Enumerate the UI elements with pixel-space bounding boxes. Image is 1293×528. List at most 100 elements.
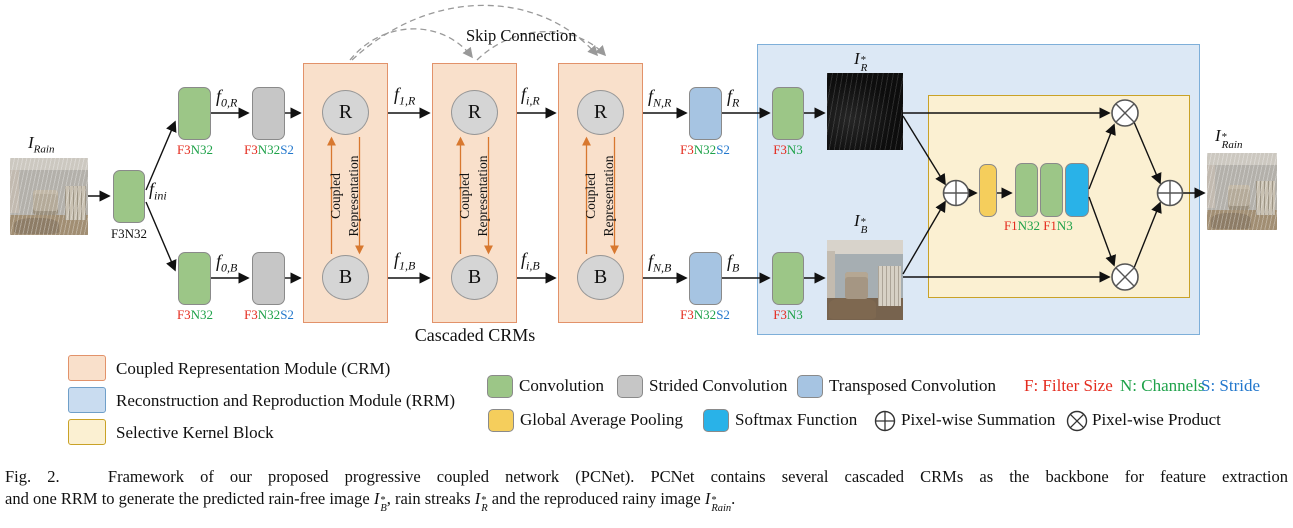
f-NB-label: fN,B <box>648 251 672 275</box>
strided-conv-block-bottom <box>252 252 285 305</box>
image-rug <box>1210 213 1252 230</box>
legend-swatch-strided <box>617 375 643 398</box>
sk-softmax-block <box>1065 163 1089 217</box>
rain-free-label: I*B <box>854 211 868 236</box>
image-crib <box>877 265 901 306</box>
legend-swatch-rrm <box>68 387 106 413</box>
math-iB: I*B <box>373 489 387 514</box>
f-NR-label: fN,R <box>648 86 672 110</box>
legend-crm-label: Coupled Representation Module (CRM) <box>116 359 391 378</box>
image-door <box>827 251 836 298</box>
strided-top-caption: F3N32S2 <box>244 142 294 157</box>
image-couch <box>33 190 59 215</box>
conv-block-top <box>178 87 211 140</box>
legend-stride-key: S: Stride <box>1201 376 1261 395</box>
initial-conv-block <box>113 170 145 223</box>
legend-transposed-label: Transposed Convolution <box>829 376 997 395</box>
legend-channels-key: N: Channels <box>1120 376 1205 395</box>
reproduced-rainy-label: I*Rain <box>1215 126 1243 151</box>
crm3-background-node: B <box>577 255 624 300</box>
rain-streak-overlay <box>10 158 88 235</box>
skip-connection-label: Skip Connection <box>466 26 577 45</box>
legend-swatch-sk <box>68 419 106 445</box>
legend-product-label: Pixel-wise Product <box>1092 410 1221 429</box>
legend-swatch-softmax <box>703 409 729 432</box>
image-door <box>1207 165 1215 209</box>
f-B-label: fB <box>727 251 740 275</box>
out-conv-top-caption: F3N3 <box>773 142 803 157</box>
legend-swatch-crm <box>68 355 106 381</box>
conv-top-caption: F3N32 <box>176 142 214 157</box>
out-conv-bottom <box>772 252 804 305</box>
rain-streaks-image <box>827 73 903 150</box>
f-0B-label: f0,B <box>216 251 238 275</box>
global-average-pooling-block <box>979 164 997 217</box>
caption-line-2: and one RRM to generate the predicted ra… <box>5 489 736 514</box>
caption-line-1: Fig. 2. Framework of our proposed progre… <box>5 467 1288 486</box>
legend-convolution-label: Convolution <box>519 376 605 395</box>
f-R-label: fR <box>727 86 740 110</box>
crm1-rain-node: R <box>322 90 369 135</box>
f-1R-label: f1,R <box>394 84 416 108</box>
image-ceiling <box>1207 153 1277 166</box>
crm3-rain-node: R <box>577 90 624 135</box>
image-couch <box>1228 185 1251 210</box>
strided-bottom-caption: F3N32S2 <box>244 307 294 322</box>
legend-swatch-transposed <box>797 375 823 398</box>
legend-sum-icon <box>874 410 896 432</box>
image-ceiling <box>10 158 88 171</box>
crm2-background-node: B <box>451 255 498 300</box>
f-iR-label: fi,R <box>521 84 540 108</box>
conv-block-bottom <box>178 252 211 305</box>
legend-filter-key: F: Filter Size <box>1024 376 1113 395</box>
image-ceiling <box>827 240 903 255</box>
crm1-background-node: B <box>322 255 369 300</box>
f-1B-label: f1,B <box>394 249 416 273</box>
f-0R-label: f0,R <box>216 86 238 110</box>
streaks-overlay <box>827 73 903 150</box>
rain-free-image <box>827 240 903 320</box>
transposed-bottom-caption: F3N32S2 <box>680 307 730 322</box>
legend-swatch-gap <box>488 409 514 432</box>
legend-sk-label: Selective Kernel Block <box>116 423 274 442</box>
transposed-conv-top <box>689 87 722 140</box>
rainy-input-image <box>10 158 88 235</box>
legend-product-icon <box>1066 410 1088 432</box>
image-crib <box>1256 180 1275 215</box>
legend-swatch-convolution <box>487 375 513 398</box>
image-bed <box>828 298 876 320</box>
image-crib <box>64 185 86 220</box>
crm2-rain-node: R <box>451 90 498 135</box>
legend-gap-label: Global Average Pooling <box>520 410 684 429</box>
legend-strided-label: Strided Convolution <box>649 376 788 395</box>
out-conv-bottom-caption: F3N3 <box>773 307 803 322</box>
math-iRain: I*Rain <box>704 489 732 514</box>
figure-caption: Fig. 2. Framework of our proposed progre… <box>5 466 1288 513</box>
image-door <box>10 170 19 214</box>
sk-conv-f1n3 <box>1040 163 1063 217</box>
rain-streaks-label: I*R <box>854 49 868 74</box>
legend-sum-label: Pixel-wise Summation <box>901 410 1056 429</box>
input-image-label: IRain <box>28 133 55 156</box>
math-iR: I*R <box>474 489 488 514</box>
sk-f1n32-caption: F1N32 <box>1003 218 1041 233</box>
sk-conv-f1n32 <box>1015 163 1038 217</box>
cascaded-crms-label: Cascaded CRMs <box>414 325 536 345</box>
legend-softmax-label: Softmax Function <box>735 410 858 429</box>
reproduced-rainy-image <box>1207 153 1277 230</box>
transposed-top-caption: F3N32S2 <box>680 142 730 157</box>
image-armchair <box>845 272 869 300</box>
image-rug <box>13 218 60 235</box>
f-ini-label: fini <box>149 179 167 203</box>
rain-streak-overlay <box>1207 153 1277 230</box>
initial-conv-caption: F3N32 <box>110 226 148 241</box>
conv-bottom-caption: F3N32 <box>176 307 214 322</box>
transposed-conv-bottom <box>689 252 722 305</box>
legend-rrm-label: Reconstruction and Reproduction Module (… <box>116 391 456 410</box>
out-conv-top <box>772 87 804 140</box>
f-iB-label: fi,B <box>521 249 540 273</box>
